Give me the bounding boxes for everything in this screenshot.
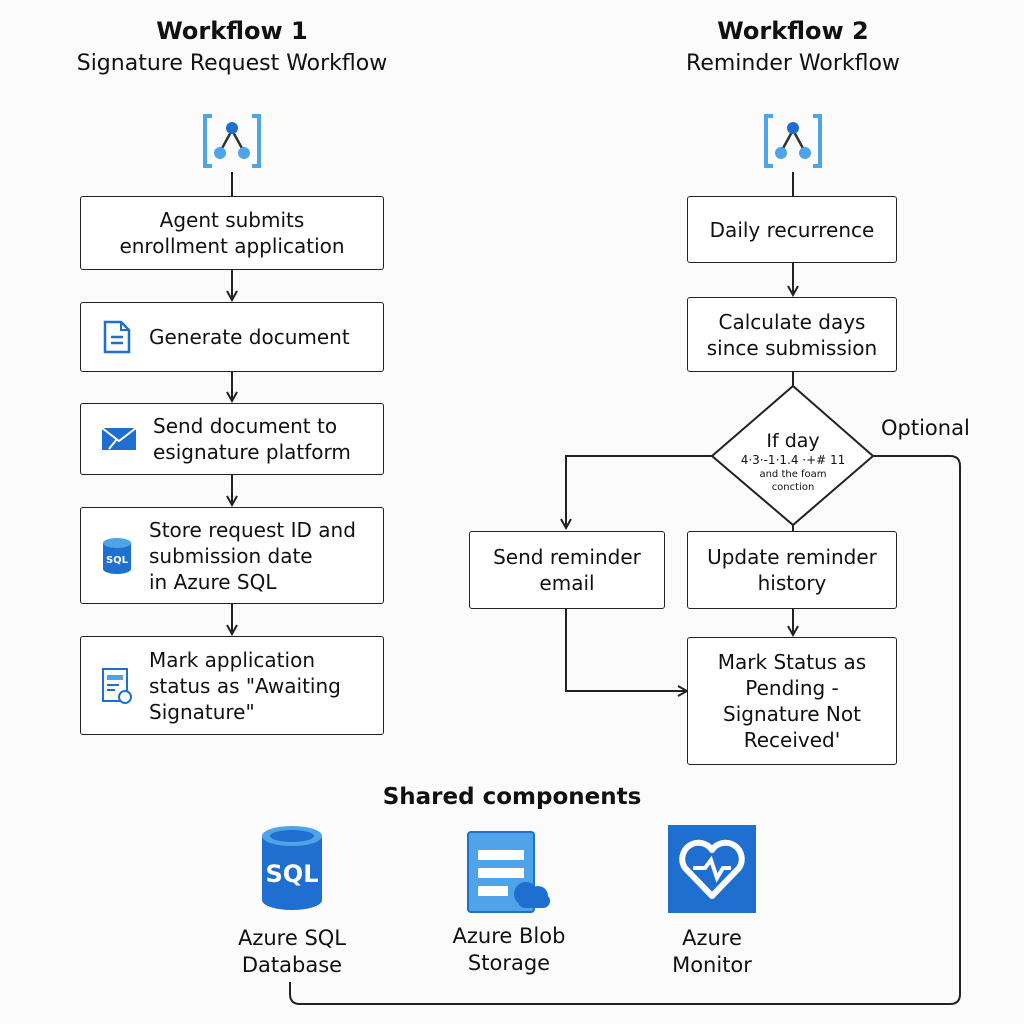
step-label: Daily recurrence [709, 217, 875, 242]
workflow1-title: Workflow 1 [156, 17, 308, 45]
step-calculate-days: Calculate days since submission [687, 297, 897, 372]
monitor-heart-icon [668, 825, 756, 913]
shared-components-title: Shared components [382, 784, 642, 810]
step-update-history: Update reminder history [687, 531, 897, 609]
form-status-icon [101, 667, 133, 705]
step-agent-submits: Agent submits enrollment application [80, 196, 384, 270]
step-mark-status: Mark application status as "Awaiting Sig… [80, 636, 384, 735]
sql-database-icon: SQL [101, 537, 133, 575]
component-azure-blob: Azure Blob Storage [429, 830, 589, 977]
condition-line-3: and the foam conction [759, 469, 827, 493]
w2-reminder-to-status [565, 609, 687, 691]
logic-apps-icon [764, 114, 822, 168]
condition-text: If day 4·3·-1·1.4 ·+# 11 and the foam co… [712, 430, 874, 494]
workflow2-title: Workflow 2 [717, 17, 869, 45]
component-name: Azure Blob Storage [452, 924, 566, 975]
sql-icon-text: SQL [266, 860, 319, 888]
condition-line-1: If day [766, 430, 820, 452]
step-send-reminder: Send reminder email [469, 531, 665, 609]
step-generate-document: Generate document [80, 302, 384, 372]
step-label: Calculate days since submission [706, 309, 878, 360]
step-send-document: Send document to esignature platform [80, 403, 384, 475]
document-icon [101, 320, 133, 354]
step-mark-pending: Mark Status as Pending - Signature Not R… [687, 637, 897, 765]
optional-label: Optional [881, 416, 970, 440]
component-azure-sql: SQL Azure SQL Database [212, 824, 372, 979]
step-label: Update reminder history [707, 545, 877, 595]
condition-line-2: 4·3·-1·1.4 ·+# 11 [740, 453, 846, 467]
step-label: Send document to esignature platform [153, 414, 351, 464]
component-azure-monitor: Azure Monitor [632, 824, 792, 979]
blob-storage-icon [467, 831, 550, 913]
svg-text:SQL: SQL [106, 555, 129, 566]
condition-diamond [710, 384, 875, 527]
step-label: Store request ID and submission date in … [149, 517, 356, 594]
w2-optional-loop [289, 455, 961, 1005]
email-icon [101, 425, 137, 453]
logic-apps-icon [203, 114, 261, 168]
w2-branch-left [566, 455, 712, 528]
step-daily-recurrence: Daily recurrence [687, 196, 897, 263]
workflow2-subtitle: Reminder Workflow [686, 51, 900, 76]
sql-database-icon: SQL [262, 826, 322, 910]
workflow1-subtitle: Signature Request Workflow [76, 51, 388, 76]
component-name: Azure Monitor [672, 926, 752, 977]
step-label: Agent submits enrollment application [119, 208, 345, 258]
step-label: Mark Status as Pending - Signature Not R… [717, 650, 867, 752]
step-label: Generate document [149, 325, 350, 349]
step-label: Send reminder email [493, 545, 641, 595]
step-store-request: SQL Store request ID and submission date… [80, 507, 384, 604]
component-name: Azure SQL Database [237, 926, 347, 977]
step-label: Mark application status as "Awaiting Sig… [149, 647, 341, 724]
